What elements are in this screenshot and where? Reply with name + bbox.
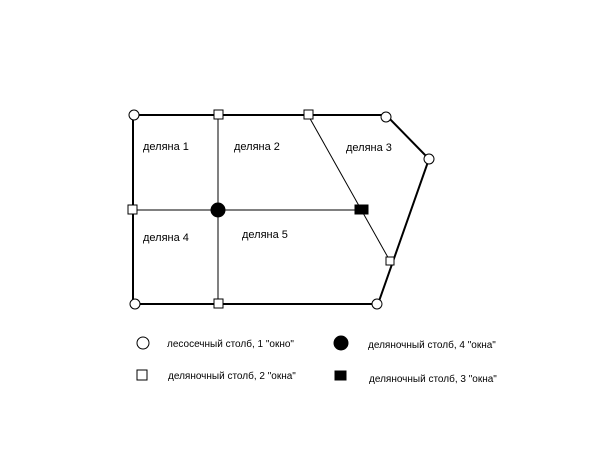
felling-post-marker xyxy=(380,111,392,123)
plot-post-3-windows-marker xyxy=(354,204,369,215)
plot-post-2-windows-marker xyxy=(213,298,224,309)
legend-label-felling-post: лесосечный столб, 1 "окно" xyxy=(167,338,294,350)
plot-post-4-windows-marker xyxy=(210,202,226,218)
plot-label-4: деляна 4 xyxy=(143,232,189,244)
plot-label-2: деляна 2 xyxy=(234,141,280,153)
cutting-area-boundary xyxy=(132,114,431,305)
legend: лесосечный столб, 1 "окно" деляночный ст… xyxy=(136,335,497,385)
plot-post-2-windows-marker xyxy=(303,109,314,120)
filled-square-icon xyxy=(334,370,347,381)
felling-post-marker xyxy=(423,153,435,165)
legend-label-plot-post-2: деляночный столб, 2 "окна" xyxy=(168,370,296,382)
plot-label-5: деляна 5 xyxy=(242,229,288,241)
open-square-icon xyxy=(136,369,148,381)
plot-post-2-windows-marker xyxy=(213,109,224,120)
plot-post-2-windows-marker xyxy=(127,204,138,215)
legend-label-plot-post-3: деляночный столб, 3 "окна" xyxy=(369,373,497,385)
divider-diagonal-line xyxy=(307,114,391,262)
open-circle-icon xyxy=(136,336,150,350)
felling-post-marker xyxy=(129,298,141,310)
plot-post-2-windows-marker xyxy=(385,256,395,266)
legend-label-plot-post-4: деляночный столб, 4 "окна" xyxy=(368,339,496,351)
plot-label-1: деляна 1 xyxy=(143,141,189,153)
filled-circle-icon xyxy=(333,335,349,351)
plot-label-3: деляна 3 xyxy=(346,142,392,154)
felling-post-marker xyxy=(128,109,140,121)
felling-post-marker xyxy=(371,298,383,310)
